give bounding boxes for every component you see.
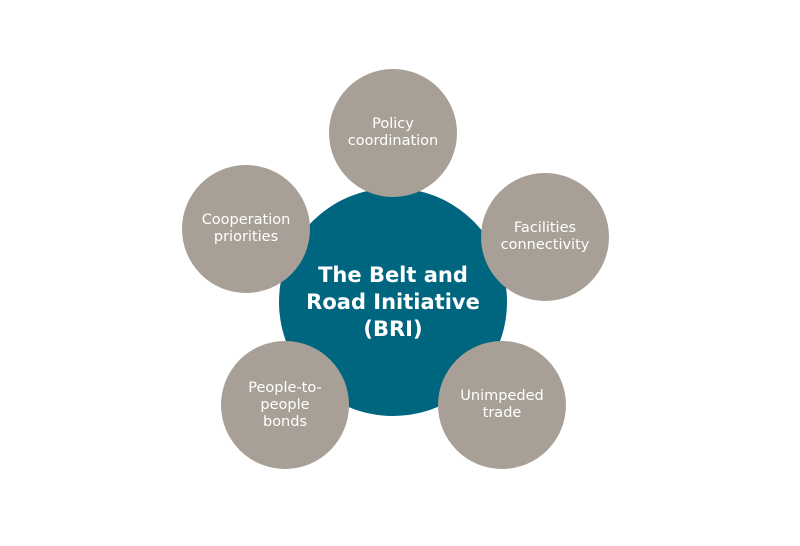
- satellite-people-to-people-bonds: People-to- people bonds: [221, 341, 349, 469]
- satellite-label: Policy coordination: [347, 116, 439, 149]
- satellite-label: People-to- people bonds: [248, 379, 322, 430]
- satellite-label: Cooperation priorities: [201, 212, 291, 245]
- center-label: The Belt and Road Initiative (BRI): [306, 262, 480, 341]
- satellite-facilities-connectivity: Facilities connectivity: [481, 173, 609, 301]
- satellite-unimpeded-trade: Unimpeded trade: [438, 341, 566, 469]
- satellite-cooperation-priorities: Cooperation priorities: [182, 165, 310, 293]
- satellite-label: Unimpeded trade: [460, 388, 544, 421]
- satellite-policy-coordination: Policy coordination: [329, 69, 457, 197]
- satellite-label: Facilities connectivity: [500, 220, 590, 253]
